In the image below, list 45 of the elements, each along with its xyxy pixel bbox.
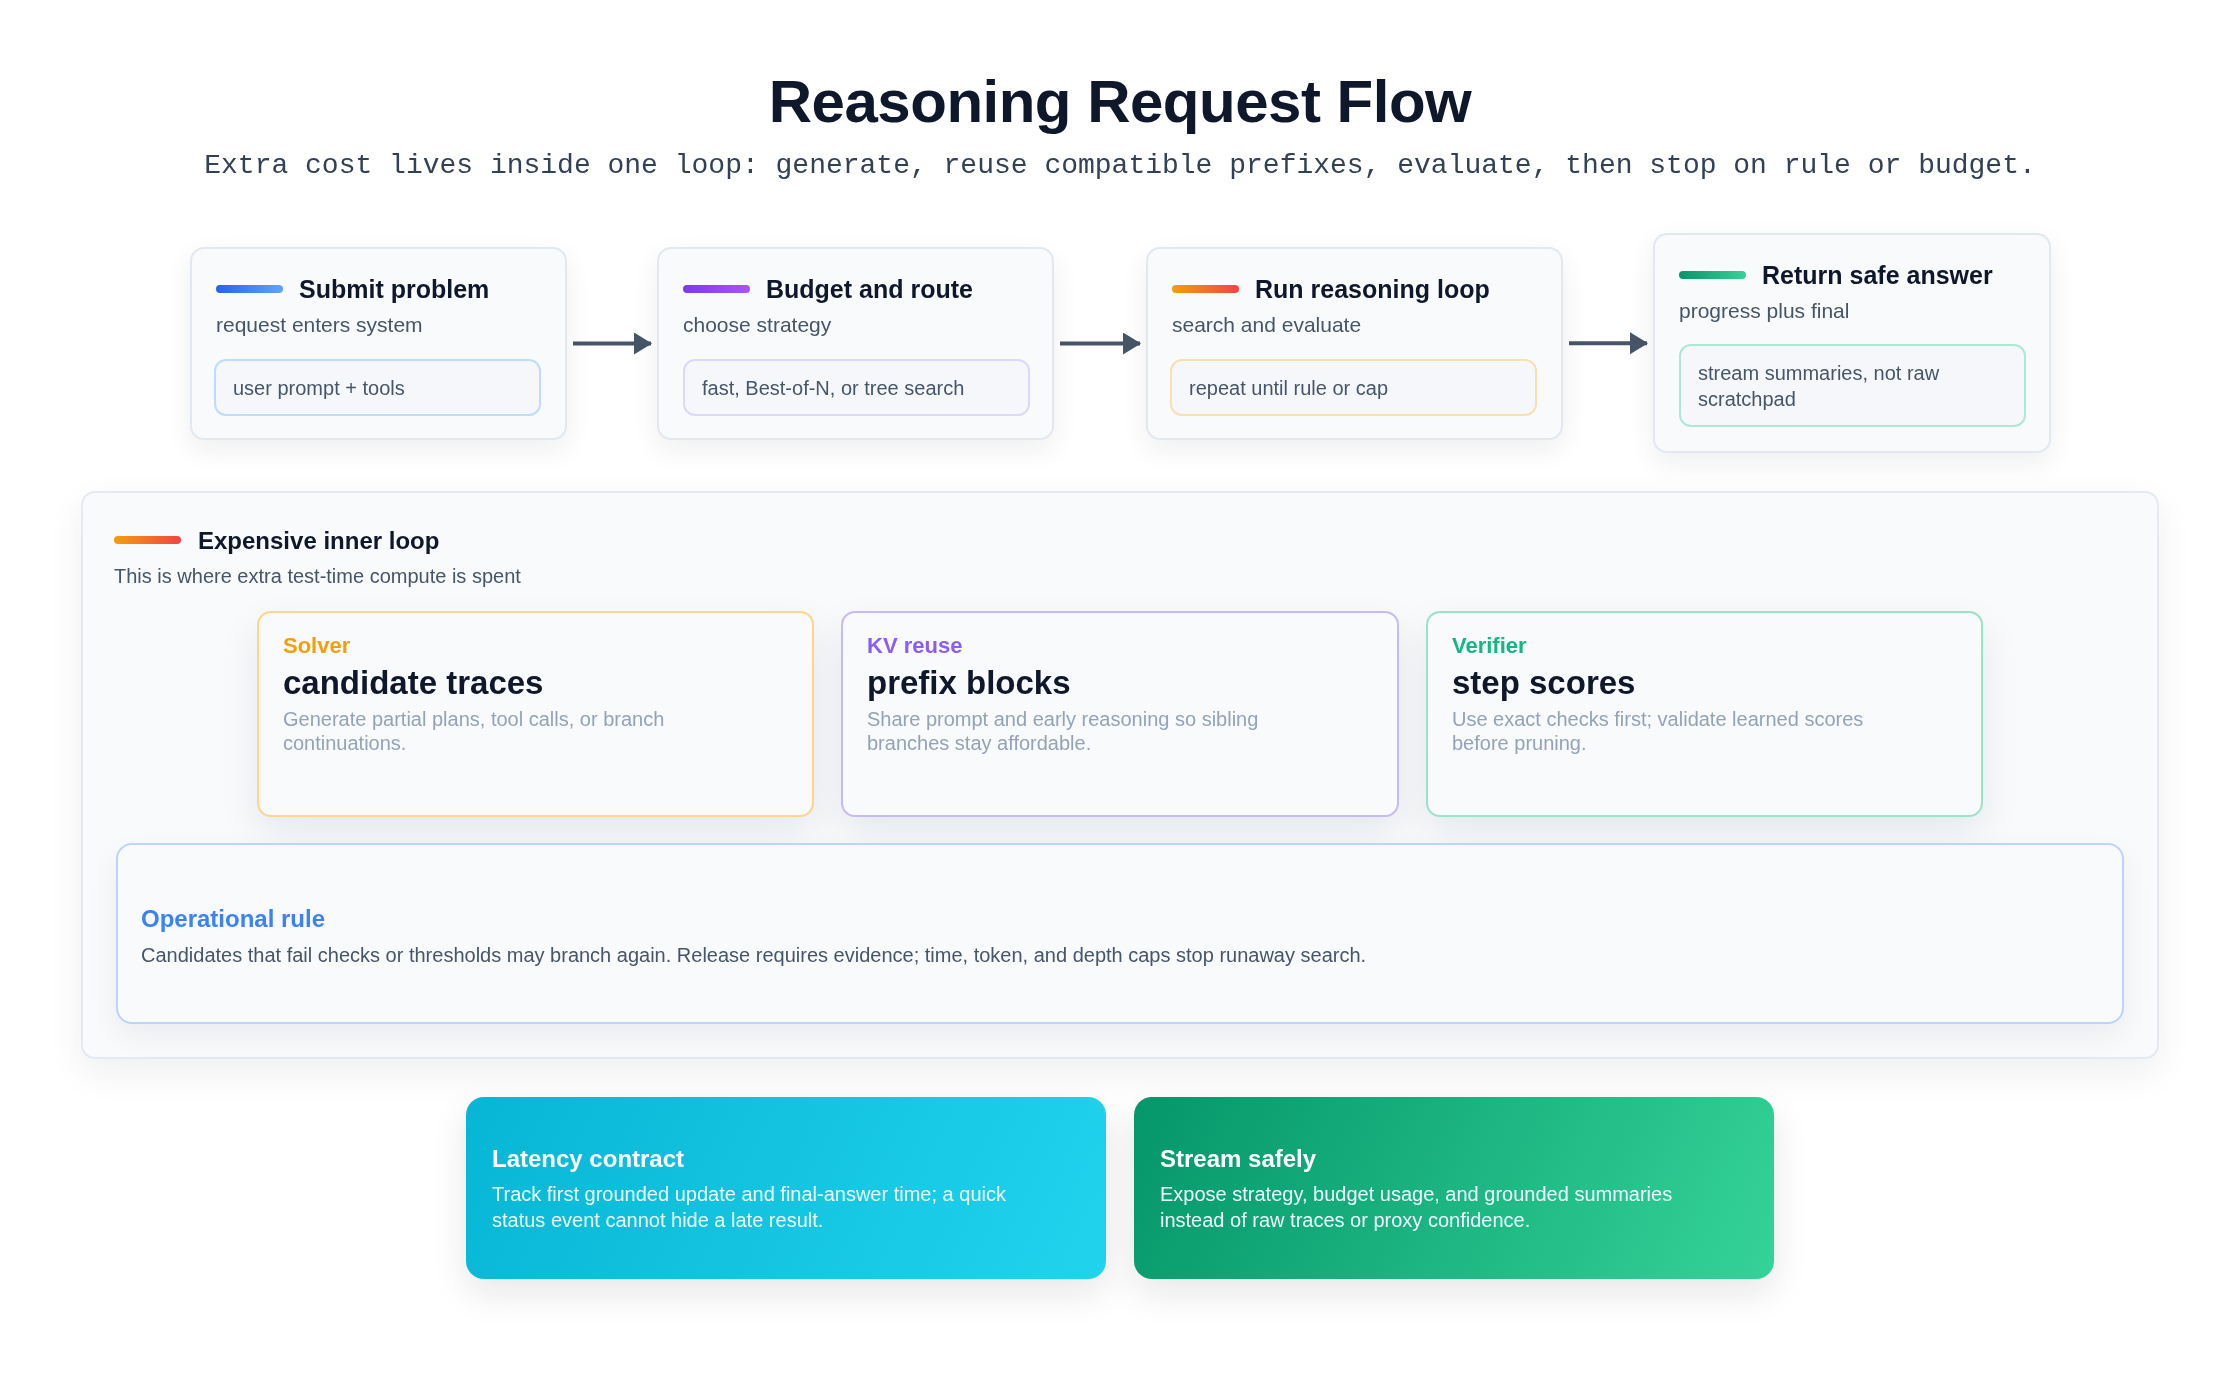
stage-label: KV reuse <box>867 632 963 660</box>
stage-card <box>841 611 1399 817</box>
stage-card <box>1426 611 1983 817</box>
callout-body: Expose strategy, budget usage, and grounded summaries instead of raw traces or proxy confidence. <box>1160 1182 1674 1233</box>
stage-description: Use exact checks first; validate learned scores before pruning. <box>1452 707 1865 755</box>
flow-arrow <box>1569 332 1648 355</box>
stage-heading: candidate traces <box>283 663 544 703</box>
rule-title: Operational rule <box>141 904 326 934</box>
callout-title: Latency contract <box>492 1144 685 1174</box>
stage-label: Verifier <box>1452 632 1527 660</box>
card-title: Return safe answer <box>1762 260 1993 290</box>
detail-pill: stream summaries, not raw scratchpad <box>1679 344 2026 427</box>
rule-text: Candidates that fail checks or thresholds may branch again. Release requires evidence; time, token, and depth caps stop runaway search. <box>141 943 1367 968</box>
stage-heading: step scores <box>1452 663 1636 703</box>
rule-panel <box>116 843 2124 1024</box>
card-subtitle: search and evaluate <box>1172 312 1362 338</box>
step-card <box>1146 247 1563 440</box>
card-subtitle: progress plus final <box>1679 298 1850 324</box>
flow-arrow <box>1060 332 1141 355</box>
stage-card <box>257 611 814 817</box>
callout-title: Stream safely <box>1160 1144 1317 1174</box>
step-card <box>1653 233 2051 453</box>
diagram-title: Reasoning Request Flow <box>768 67 1472 137</box>
flow-arrow <box>573 332 652 355</box>
stage-heading: prefix blocks <box>867 663 1071 703</box>
card-title: Budget and route <box>766 274 973 304</box>
callout-card <box>466 1097 1106 1279</box>
panel-subtitle: This is where extra test-time compute is spent <box>114 564 521 589</box>
card-subtitle: choose strategy <box>683 312 832 338</box>
detail-pill: fast, Best-of-N, or tree search <box>683 359 1030 416</box>
detail-pill: user prompt + tools <box>214 359 541 416</box>
card-subtitle: request enters system <box>216 312 423 338</box>
stage-description: Share prompt and early reasoning so sibling branches stay affordable. <box>867 707 1260 755</box>
callout-body: Track first grounded update and final-answer time; a quick status event cannot hide a late result. <box>492 1182 1007 1233</box>
card-title: Run reasoning loop <box>1255 274 1490 304</box>
step-card <box>657 247 1054 440</box>
loop-panel <box>81 491 2159 1059</box>
step-card <box>190 247 567 440</box>
callout-card <box>1134 1097 1774 1279</box>
subtitle-text: Extra cost lives inside one loop: generate, reuse compatible prefixes, evaluate, then stop on rule or budget. <box>204 149 2036 183</box>
stage-description: Generate partial plans, tool calls, or branch continuations. <box>283 707 666 755</box>
panel-title: Expensive inner loop <box>198 526 440 556</box>
card-title: Submit problem <box>299 274 490 304</box>
detail-pill: repeat until rule or cap <box>1170 359 1537 416</box>
stage-label: Solver <box>283 632 351 660</box>
